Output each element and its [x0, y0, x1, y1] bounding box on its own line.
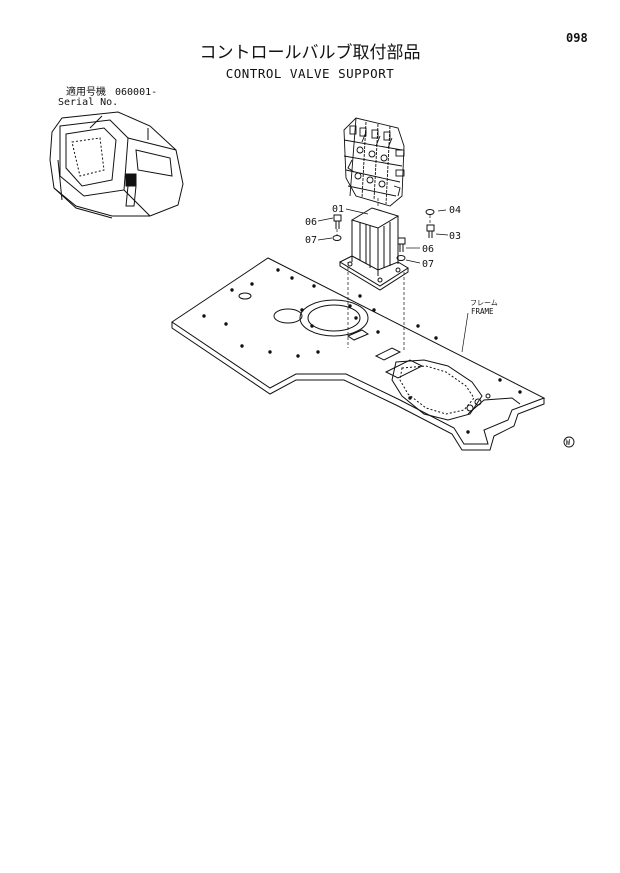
frame-label-jp: フレーム [470, 299, 498, 307]
callout-01: 01 [332, 204, 344, 215]
callout-06-right: 06 [422, 244, 434, 255]
control-valve-icon [343, 117, 405, 207]
alignment-lines [336, 198, 431, 352]
callout-07-left: 07 [305, 235, 317, 246]
callout-03: 03 [449, 231, 461, 242]
leader-lines [317, 208, 469, 353]
circled-w-marker: W [563, 436, 575, 448]
support-bracket-icon [338, 207, 409, 291]
excavator-icon [49, 111, 184, 219]
serial-number: 060001- [115, 87, 158, 98]
serial-label-jp: 適用号機 [66, 87, 106, 98]
page-title-en: CONTROL VALVE SUPPORT [225, 66, 395, 81]
bolt-icon [333, 214, 435, 252]
marker-letter: W [566, 438, 571, 447]
page-title-jp: コントロールバルブ取付部品 [199, 43, 421, 63]
callout-04: 04 [449, 205, 461, 216]
callout-06-left: 06 [305, 217, 317, 228]
frame-plate-icon [171, 257, 546, 451]
frame-label-en: FRAME [471, 307, 494, 316]
callout-07-right: 07 [422, 259, 434, 270]
page-number: 098 [566, 31, 588, 45]
washer-icon [332, 209, 435, 261]
serial-label-en: Serial No. [58, 97, 119, 108]
